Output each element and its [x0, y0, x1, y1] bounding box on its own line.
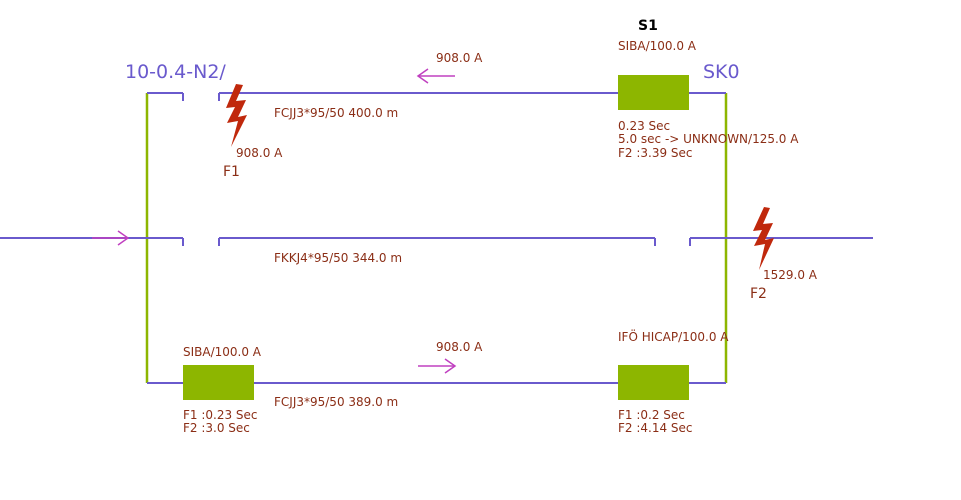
switch-s1-backup: 5.0 sec -> UNKNOWN/125.0 A — [618, 132, 799, 146]
fault-f1-lightning-icon[interactable] — [226, 84, 247, 147]
bottom-current-arrow-icon — [418, 358, 457, 374]
fuse-bottom-left-f1-time: F1 :0.23 Sec — [183, 408, 258, 422]
bottom-cable-current: 908.0 A — [436, 340, 483, 354]
fuse-bottom-right-f2-time: F2 :4.14 Sec — [618, 421, 693, 435]
bottom-cable-spec: FCJJ3*95/50 389.0 m — [274, 395, 398, 409]
fuse-bottom-right-f1-time: F1 :0.2 Sec — [618, 408, 685, 422]
node-left-label: 10-0.4-N2/ — [125, 61, 226, 83]
fault-f1-current: 908.0 A — [236, 146, 283, 160]
middle-cable-spec: FKKJ4*95/50 344.0 m — [274, 251, 402, 265]
switch-s1-f2-time: F2 :3.39 Sec — [618, 146, 693, 160]
fuse-bottom-right[interactable] — [618, 365, 689, 400]
infeed-arrow-icon — [92, 230, 130, 246]
fault-f1-name: F1 — [223, 164, 240, 180]
fuse-bottom-left[interactable] — [183, 365, 254, 400]
fuse-bottom-right-label: IFÖ HICAP/100.0 A — [618, 328, 729, 344]
top-cable-current: 908.0 A — [436, 51, 483, 65]
fuse-bottom-left-label: SIBA/100.0 A — [183, 345, 262, 359]
fault-f2-name: F2 — [750, 286, 767, 302]
switch-s1-time: 0.23 Sec — [618, 119, 670, 133]
switch-s1-title: S1 — [638, 18, 658, 34]
switch-s1-fuse-label: SIBA/100.0 A — [618, 39, 697, 53]
top-cable-spec: FCJJ3*95/50 400.0 m — [274, 106, 398, 120]
fuse-bottom-left-f2-time: F2 :3.0 Sec — [183, 421, 250, 435]
fault-f2-lightning-icon[interactable] — [753, 207, 774, 270]
top-current-arrow-icon — [416, 68, 455, 84]
node-right-label: SK0 — [703, 61, 740, 83]
fault-f2-current: 1529.0 A — [763, 268, 818, 282]
middle-cable[interactable] — [0, 237, 873, 246]
fuse-s1[interactable] — [618, 75, 689, 110]
